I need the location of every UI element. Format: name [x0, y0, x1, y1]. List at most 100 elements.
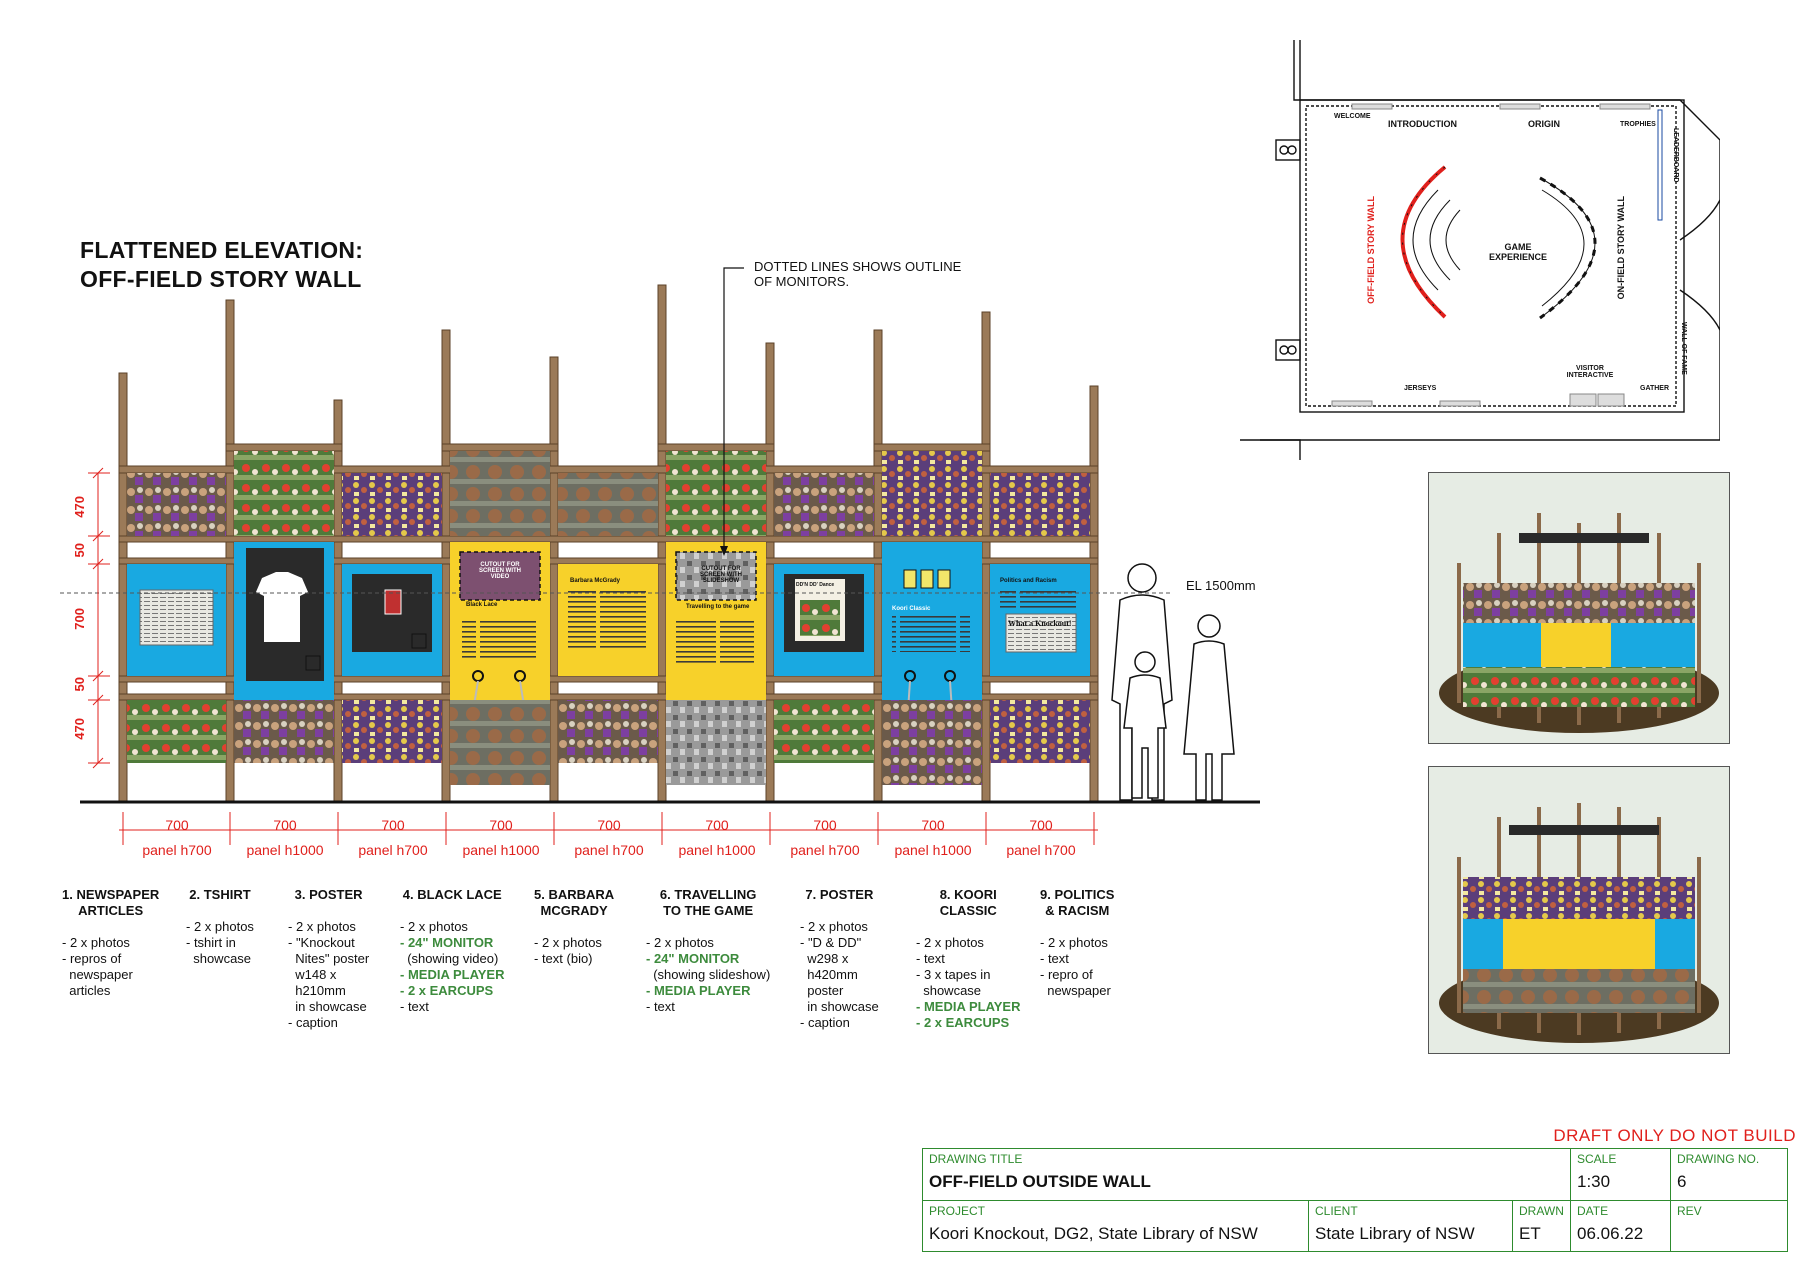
note-line-2: OF MONITORS.	[754, 274, 850, 289]
tb-drawing-title: DRAWING TITLE OFF-FIELD OUTSIDE WALL	[923, 1149, 1571, 1201]
photo	[882, 451, 982, 536]
bay-width-label: 700	[165, 817, 189, 833]
rail	[441, 443, 559, 452]
photo	[666, 700, 766, 785]
draft-notice: DRAFT ONLY DO NOT BUILD	[1553, 1126, 1796, 1145]
date-value: 06.06.22	[1577, 1224, 1644, 1243]
item-column: 8. KOORI CLASSIC- 2 x photos- text- 3 x …	[916, 887, 1021, 1031]
human-scale-figures	[1111, 563, 1235, 801]
item-line: - MEDIA PLAYER	[916, 999, 1021, 1014]
black-lace-label: Black Lace	[466, 602, 498, 608]
el-1500-label: EL 1500mm	[1186, 578, 1256, 593]
monitor-outline	[459, 551, 541, 601]
photo	[558, 700, 658, 763]
plan-origin: ORIGIN	[1528, 119, 1561, 129]
photo	[990, 700, 1090, 763]
item-line: - MEDIA PLAYER	[646, 983, 751, 998]
item-line: h210mm	[288, 983, 346, 998]
photo	[342, 473, 442, 536]
bay-panel-label: panel h700	[574, 842, 644, 858]
bay-panel-label: panel h1000	[894, 842, 972, 858]
drawn-value: ET	[1519, 1224, 1541, 1243]
post	[873, 329, 883, 803]
rev-label: REV	[1677, 1204, 1702, 1218]
rail	[118, 535, 1099, 543]
item-heading: 4. BLACK LACE	[402, 887, 502, 902]
project-value: Koori Knockout, DG2, State Library of NS…	[929, 1224, 1258, 1243]
tb-project: PROJECT Koori Knockout, DG2, State Libra…	[923, 1201, 1309, 1251]
rail	[225, 443, 343, 452]
tape	[937, 569, 951, 589]
bay-panel-label: panel h700	[358, 842, 428, 858]
title-line-2: OFF-FIELD STORY WALL	[80, 266, 362, 292]
photo	[234, 700, 334, 763]
item-line: - 24" MONITOR	[646, 951, 740, 966]
item-line: - 24" MONITOR	[400, 935, 494, 950]
panel-text	[1000, 588, 1076, 608]
item-line: newspaper	[1040, 983, 1111, 998]
client-value: State Library of NSW	[1315, 1224, 1475, 1243]
post	[981, 311, 991, 803]
post	[225, 299, 235, 803]
monitor-outline	[675, 551, 757, 601]
tape	[920, 569, 934, 589]
bay-width-label: 700	[597, 817, 621, 833]
item-column: 1. NEWSPAPER ARTICLES- 2 x photos- repro…	[62, 887, 159, 999]
item-line: - 2 x photos	[916, 935, 984, 950]
post	[549, 356, 559, 803]
item-heading: 5. BARBARA MCGRADY	[534, 887, 615, 918]
item-heading: 9. POLITICS & RACISM	[1040, 887, 1115, 918]
item-column: 2. TSHIRT - 2 x photos- tshirt in showcas…	[186, 887, 254, 967]
panel-text	[892, 616, 970, 652]
scale-label: SCALE	[1577, 1152, 1617, 1166]
item-line: - MEDIA PLAYER	[400, 967, 505, 982]
item-line: (showing slideshow)	[646, 967, 771, 982]
drawing-no-value: 6	[1677, 1172, 1687, 1191]
plan-trophies: TROPHIES	[1620, 121, 1656, 128]
post	[765, 342, 775, 803]
tb-drawing-no: DRAWING NO. 6	[1671, 1149, 1787, 1201]
item-line: - 2 x photos	[534, 935, 602, 950]
plan-gather: GATHER	[1640, 385, 1670, 392]
photo	[774, 700, 874, 763]
item-line: - text	[1040, 951, 1069, 966]
item-line: showcase	[186, 951, 252, 966]
photo	[558, 473, 658, 536]
post	[333, 399, 343, 803]
tb-client: CLIENT State Library of NSW	[1309, 1201, 1513, 1251]
bay-width-label: 700	[705, 817, 729, 833]
showcase-latch	[411, 633, 427, 649]
barbara-label: Barbara McGrady	[570, 578, 621, 584]
item-line: poster	[800, 983, 844, 998]
item-line: - text	[646, 999, 675, 1014]
bay-panel-label: panel h1000	[678, 842, 756, 858]
plan-on-field-wall: ON-FIELD STORY WALL	[1616, 196, 1626, 300]
item-line: - 2 x photos	[288, 919, 356, 934]
middle-panels	[127, 542, 1090, 700]
title-block: DRAWING TITLE OFF-FIELD OUTSIDE WALL SCA…	[922, 1148, 1788, 1252]
item-line: - text (bio)	[534, 951, 593, 966]
project-label: PROJECT	[929, 1204, 986, 1218]
item-line: - "D & DD"	[800, 935, 862, 950]
photo	[990, 473, 1090, 536]
photo	[127, 473, 226, 536]
dim-470-top: 470	[72, 496, 87, 518]
newspaper-repro	[1005, 613, 1077, 653]
newspaper-headline: What a Knockout!	[1008, 619, 1072, 628]
post	[441, 329, 451, 803]
render-view-1	[1428, 472, 1730, 744]
bay-panel-label: panel h1000	[246, 842, 324, 858]
item-line: - tshirt in	[186, 935, 236, 950]
item-line: - 2 x photos	[186, 919, 254, 934]
panel-text	[462, 618, 536, 658]
item-heading: 2. TSHIRT	[189, 887, 251, 902]
bay-width-label: 700	[813, 817, 837, 833]
item-heading: 3. POSTER	[294, 887, 363, 902]
bay-width-label: 700	[381, 817, 405, 833]
travel-cutout-label: CUTOUT FOR SCREEN WITH SLIDESHOW	[700, 566, 742, 584]
item-line: - text	[916, 951, 945, 966]
poster-dd-text: DD'N DD' Dance	[796, 582, 835, 588]
tb-scale: SCALE 1:30	[1571, 1149, 1671, 1201]
plan-game-label: GAME	[1504, 242, 1532, 252]
